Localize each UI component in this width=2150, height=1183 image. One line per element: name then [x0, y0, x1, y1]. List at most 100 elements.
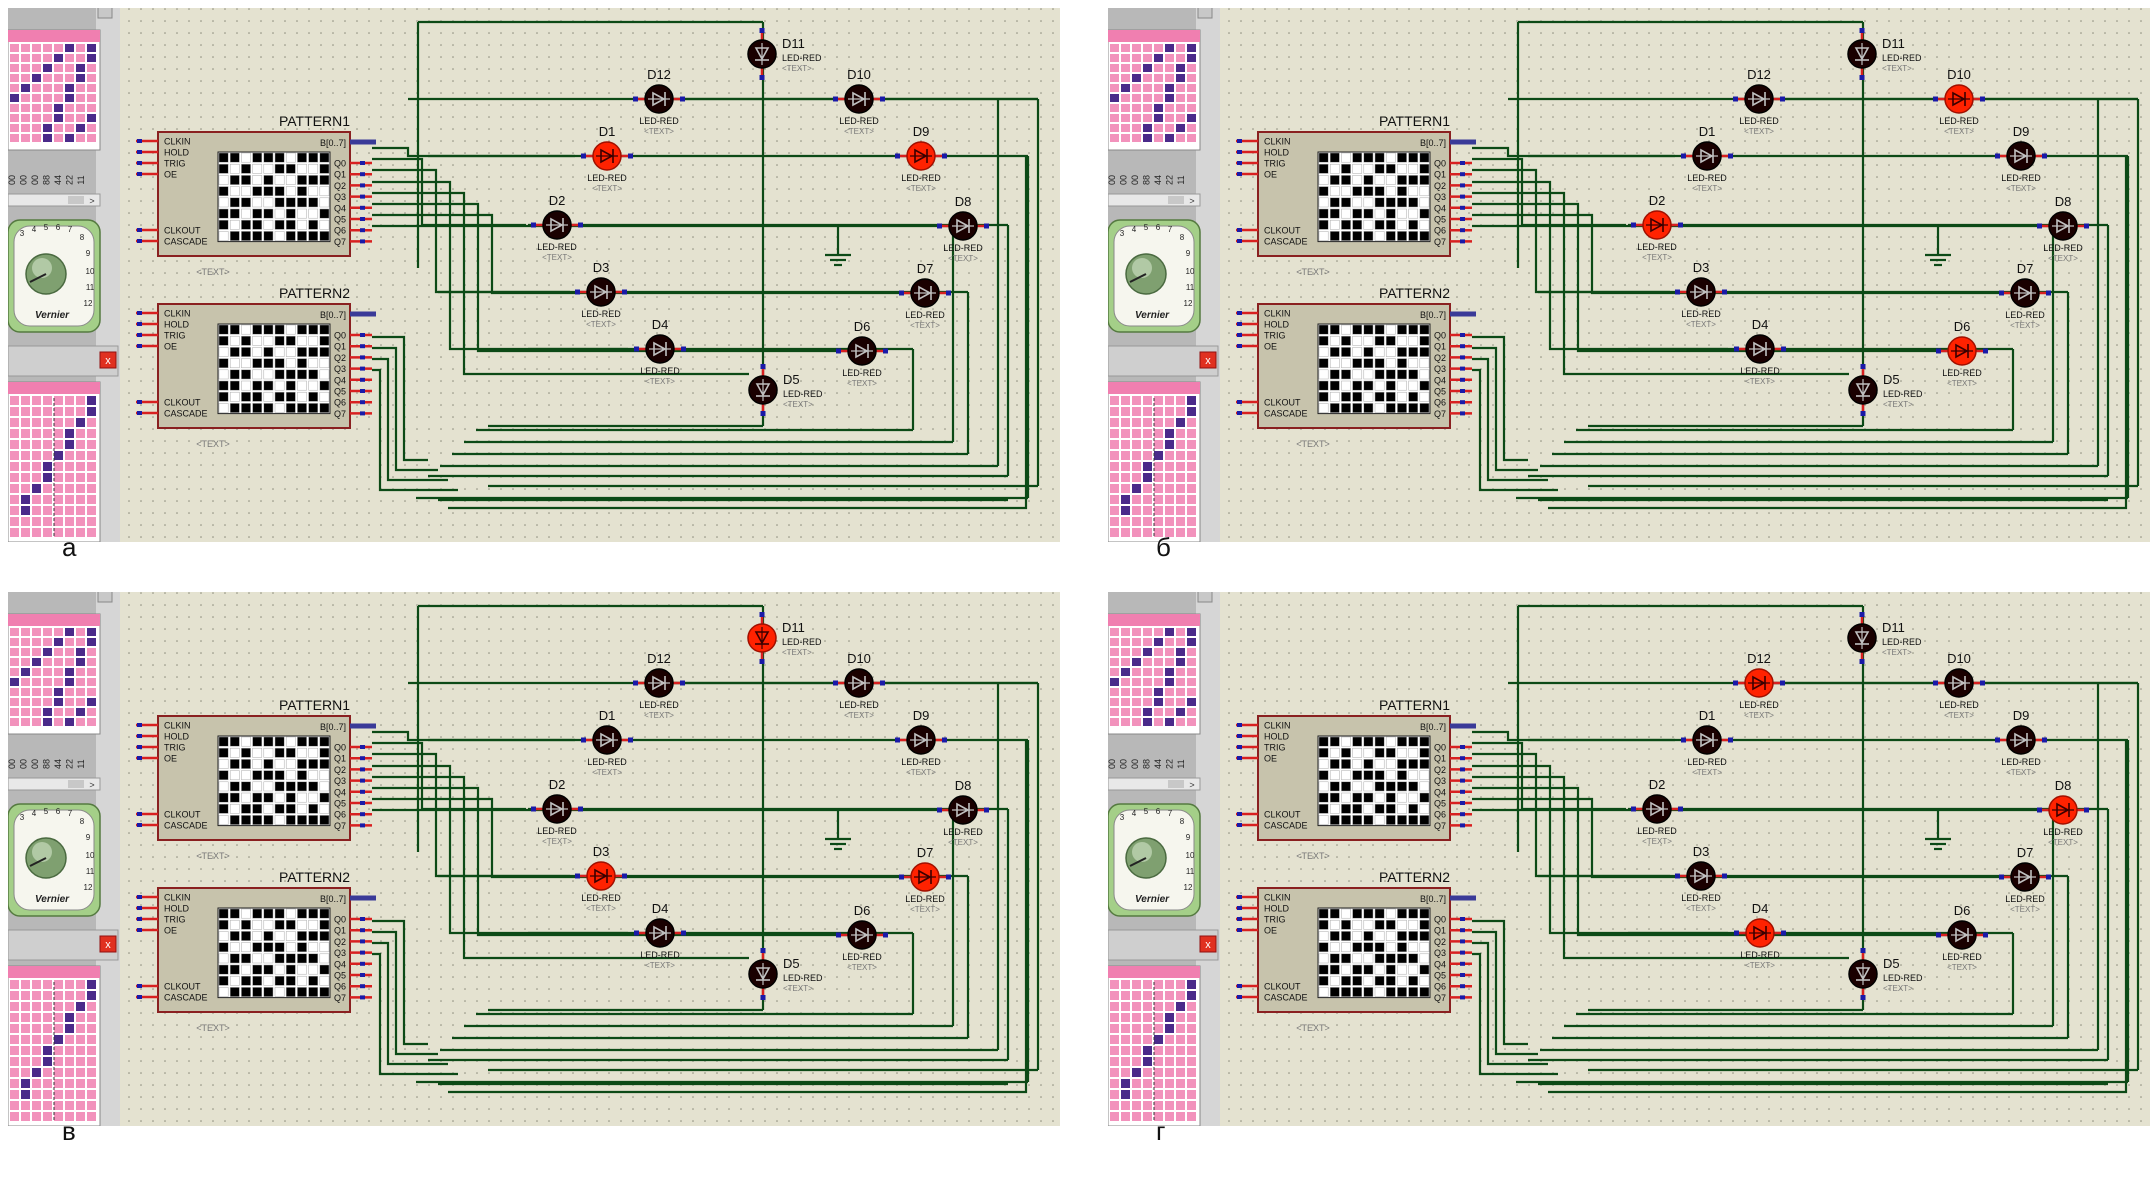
matrix-cell [1143, 708, 1152, 716]
matrix-cell [87, 407, 96, 416]
matrix-cell [43, 678, 52, 686]
pin-end [137, 311, 142, 315]
pattern-cell [218, 770, 229, 781]
led-designator: D8 [2055, 194, 2072, 209]
matrix-cell [76, 668, 85, 676]
dial-number: 10 [86, 851, 95, 860]
matrix-cell [76, 648, 85, 656]
pin-end [833, 680, 838, 686]
scale-digit: 11 [1176, 759, 1186, 768]
pattern-cell [1408, 324, 1419, 335]
matrix-cell [1154, 1013, 1163, 1022]
matrix-cell [1154, 698, 1163, 706]
led-designator: D11 [1882, 36, 1905, 51]
pattern-cell [308, 197, 319, 208]
matrix-cell [43, 124, 52, 132]
matrix-cell [1143, 451, 1152, 460]
pin-end [360, 355, 365, 360]
matrix-cell [43, 396, 52, 405]
schematic-canvas [1220, 592, 2150, 1126]
matrix-cell [1110, 124, 1119, 132]
dial-number: 7 [68, 225, 73, 234]
pattern-cell [1385, 759, 1396, 769]
pattern-cell [1408, 736, 1419, 747]
pattern-cell [1352, 803, 1363, 814]
pattern-cell [218, 792, 229, 803]
matrix-cell [21, 1112, 30, 1121]
matrix-cell [1176, 688, 1185, 696]
pin-end [1460, 917, 1465, 921]
pattern-cell [1408, 163, 1419, 174]
pattern-cell [1341, 781, 1351, 792]
led-text-tag: <TEXT> [2048, 838, 2078, 847]
matrix-cell [65, 462, 74, 471]
pin-end [759, 75, 765, 80]
pattern-cell [1419, 919, 1430, 930]
pin-end [360, 928, 365, 933]
matrix-cell [1165, 991, 1174, 1000]
matrix-cell [1110, 44, 1119, 52]
pattern-cell [1397, 208, 1407, 219]
matrix-cell [21, 1046, 30, 1055]
matrix-cell [1143, 1079, 1152, 1088]
pin-end [1933, 96, 1938, 102]
pattern-cell [218, 403, 229, 413]
matrix-cell [1165, 1002, 1174, 1011]
output-pin-label: Q2 [1434, 181, 1446, 191]
matrix-cell [54, 104, 63, 112]
pattern-cell [1397, 175, 1407, 185]
led-type: LED-RED [1939, 116, 1979, 126]
pin-end [1237, 917, 1242, 921]
pattern-cell [1385, 358, 1396, 369]
pattern-cell [218, 953, 229, 964]
matrix-cell [10, 678, 19, 686]
pin-end [1460, 228, 1465, 233]
pattern-cell [274, 942, 285, 953]
matrix-cell [43, 628, 52, 636]
matrix-cell [1176, 1024, 1185, 1033]
matrix-cell [76, 991, 85, 1000]
pin-end [1999, 874, 2004, 880]
matrix-cell [1154, 440, 1163, 449]
matrix-cell [1176, 44, 1185, 52]
pin-end [137, 723, 142, 727]
matrix-cell [1132, 698, 1141, 706]
matrix-cell [32, 64, 41, 72]
wire [372, 346, 438, 472]
pattern-cell [1341, 231, 1351, 241]
pin-end [360, 801, 365, 805]
output-pin-label: Q3 [334, 364, 346, 374]
matrix-cell [1154, 1046, 1163, 1055]
pattern-cell [263, 987, 274, 997]
pin-end [836, 932, 841, 938]
chip-text-tag: <TEXT> [1296, 439, 1330, 449]
led-text-tag: <TEXT> [1642, 837, 1672, 846]
matrix-cell [1110, 1057, 1119, 1066]
pin-end [1460, 400, 1465, 405]
matrix-cell [1154, 114, 1163, 122]
pin-end [360, 183, 365, 188]
led-designator: D2 [1649, 777, 1666, 792]
matrix-cell [1176, 628, 1185, 636]
led-type: LED-RED [1883, 389, 1923, 399]
matrix-cell [76, 980, 85, 989]
matrix-cell [1187, 473, 1196, 482]
matrix-cell [1132, 688, 1141, 696]
matrix-cell [76, 1090, 85, 1099]
pattern-cell [1385, 736, 1396, 747]
matrix-cell [65, 64, 74, 72]
pattern-cell [1318, 391, 1329, 402]
matrix-cell [1110, 451, 1119, 460]
matrix-cell [65, 528, 74, 537]
pattern-cell [297, 197, 307, 208]
led-text-tag: <TEXT> [783, 400, 813, 409]
pattern-cell [1363, 369, 1374, 380]
pattern-cell [1419, 231, 1430, 241]
matrix-cell [43, 495, 52, 504]
output-pin-label: Q1 [334, 342, 346, 352]
led-type: LED-RED [587, 173, 627, 183]
dial-number: 11 [1186, 867, 1195, 876]
